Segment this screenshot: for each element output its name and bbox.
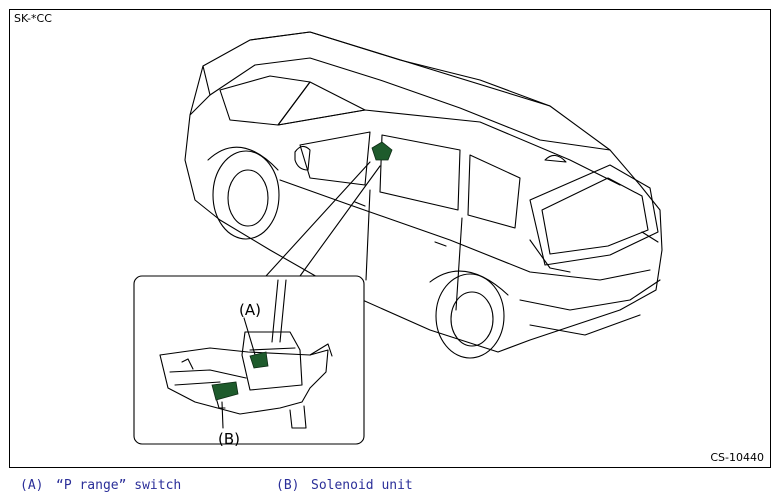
vehicle-outline	[184, 31, 663, 359]
legend-item-b-letter: (B)	[276, 478, 300, 493]
figure-id: CS-10440	[710, 451, 764, 464]
shifter-assembly	[159, 279, 333, 429]
vehicle-location-marker	[371, 141, 393, 161]
legend-item-a-text: “P range” switch	[56, 478, 182, 493]
figure-frame: SK-*CC (A) (B) CS-10440	[9, 9, 771, 468]
legend: (A) “P range” switch (B) Solenoid unit	[0, 476, 780, 500]
inset-box	[133, 275, 365, 445]
callout-b: (B)	[218, 430, 240, 448]
callout-a: (A)	[239, 301, 261, 319]
p-range-switch-highlight	[249, 351, 269, 369]
highlighted-parts	[211, 141, 393, 401]
model-code: SK-*CC	[14, 12, 52, 25]
legend-item-a-letter: (A)	[20, 478, 44, 493]
legend-item-b-text: Solenoid unit	[311, 478, 413, 493]
inset-leader-lines	[265, 161, 381, 277]
figure-illustration	[133, 31, 663, 445]
solenoid-unit-highlight	[211, 381, 239, 401]
